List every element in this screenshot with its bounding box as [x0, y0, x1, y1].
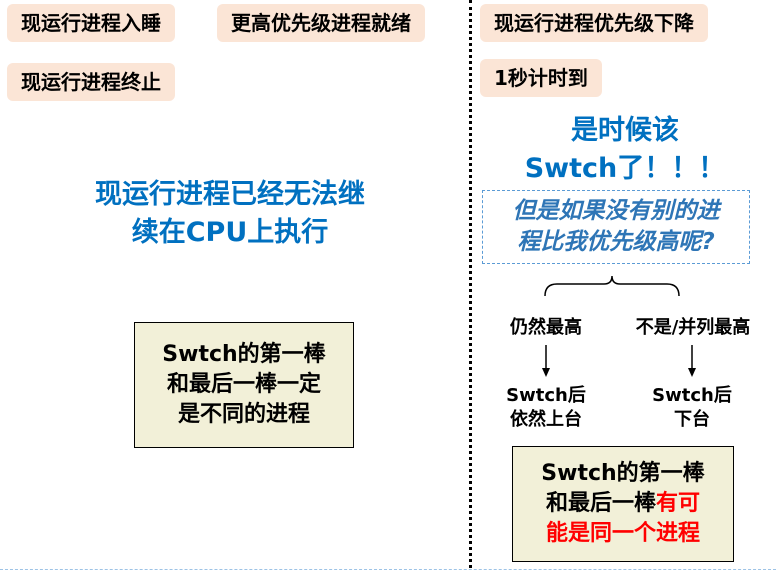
question-box: 但是如果没有别的进 程比我优先级高呢? — [482, 190, 750, 264]
arrow-right-head — [688, 368, 696, 377]
question-line2: 程比我优先级高呢? — [517, 229, 715, 255]
outcome-left-line2: 依然上台 — [510, 409, 582, 430]
right-box-line1: Swtch的第一棒 — [541, 461, 705, 486]
right-box-line3: 能是同一个进程 — [545, 521, 700, 546]
tag-process-sleep: 现运行进程入睡 — [7, 4, 175, 42]
tag-higher-priority-ready: 更高优先级进程就绪 — [217, 4, 425, 42]
tag-timer-expired: 1秒计时到 — [480, 59, 602, 97]
left-conclusion-box: Swtch的第一棒 和最后一棒一定 是不同的进程 — [134, 322, 354, 448]
column-divider — [469, 0, 472, 568]
arrow-left-head — [542, 368, 550, 377]
left-message-line2: 续在CPU上执行 — [131, 217, 329, 248]
left-message: 现运行进程已经无法继 续在CPU上执行 — [40, 176, 420, 252]
right-heading-line2: Swtch了！！！ — [524, 153, 726, 184]
right-box-line2-black: 和最后一棒 — [545, 491, 656, 516]
outcome-left: Swtch后 依然上台 — [496, 384, 596, 432]
branch-brace — [544, 275, 680, 297]
outcome-right-line2: 下台 — [674, 409, 710, 430]
left-box-line1: Swtch的第一棒 — [162, 342, 326, 367]
tag-priority-dropped: 现运行进程优先级下降 — [480, 4, 708, 42]
left-box-line3: 是不同的进程 — [177, 402, 310, 427]
outcome-right-line1: Swtch后 — [652, 385, 732, 406]
outcome-left-line1: Swtch后 — [506, 385, 586, 406]
question-line1: 但是如果没有别的进 — [512, 198, 720, 224]
right-box-line2-red: 有可 — [655, 491, 700, 516]
outcome-right: Swtch后 下台 — [642, 384, 742, 432]
branch-left-label: 仍然最高 — [510, 317, 582, 338]
right-heading-line1: 是时候该 — [571, 115, 679, 146]
tag-process-terminated: 现运行进程终止 — [7, 63, 175, 101]
left-message-line1: 现运行进程已经无法继 — [95, 179, 365, 210]
right-conclusion-box: Swtch的第一棒 和最后一棒有可 能是同一个进程 — [512, 446, 734, 562]
left-box-line2: 和最后一棒一定 — [166, 372, 321, 397]
branch-right-label: 不是/并列最高 — [635, 317, 751, 338]
right-heading: 是时候该 Swtch了！！！ — [480, 112, 770, 188]
right-box-line2: 和最后一棒有可 — [541, 489, 704, 519]
bottom-rule — [0, 569, 776, 570]
